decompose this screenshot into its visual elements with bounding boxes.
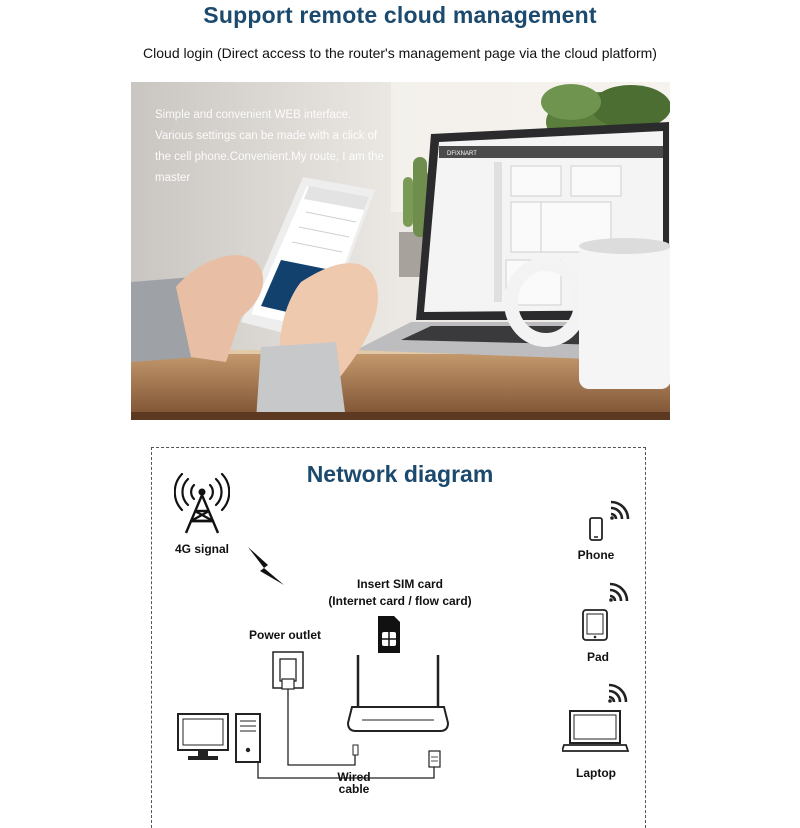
cloud-management-photo: DFIXNART [131,82,670,420]
label-insert-sim: Insert SIM card [356,577,444,591]
photo-caption: Simple and convenient WEB interface. Var… [155,109,384,184]
sim-card-icon [378,616,400,653]
mug [504,238,670,389]
label-wired: Wired [337,770,371,784]
lightning-icon [248,547,284,585]
tablet-icon [582,582,629,641]
network-diagram-frame [151,447,646,828]
network-diagram-title: Network diagram [306,461,494,487]
label-cable: cable [338,782,370,796]
connection-lines [257,651,450,779]
label-pad: Pad [586,650,609,664]
laptop-icon [562,683,630,752]
page-title: Support remote cloud management [203,2,597,28]
plant-right [541,84,670,152]
desktop-computer-icon [177,713,261,763]
label-4g-signal: 4G signal [174,542,230,556]
label-laptop: Laptop [576,766,616,780]
label-phone: Phone [577,548,615,562]
label-sim-type: (Internet card / flow card) [328,594,472,608]
photo-illustration: DFIXNART [131,82,670,420]
laptop-brand: DFIXNART [447,151,477,157]
page-subtitle: Cloud login (Direct access to the router… [143,45,657,61]
label-power-outlet: Power outlet [248,628,321,642]
phone-icon [589,500,630,541]
cell-tower-icon [174,473,230,534]
